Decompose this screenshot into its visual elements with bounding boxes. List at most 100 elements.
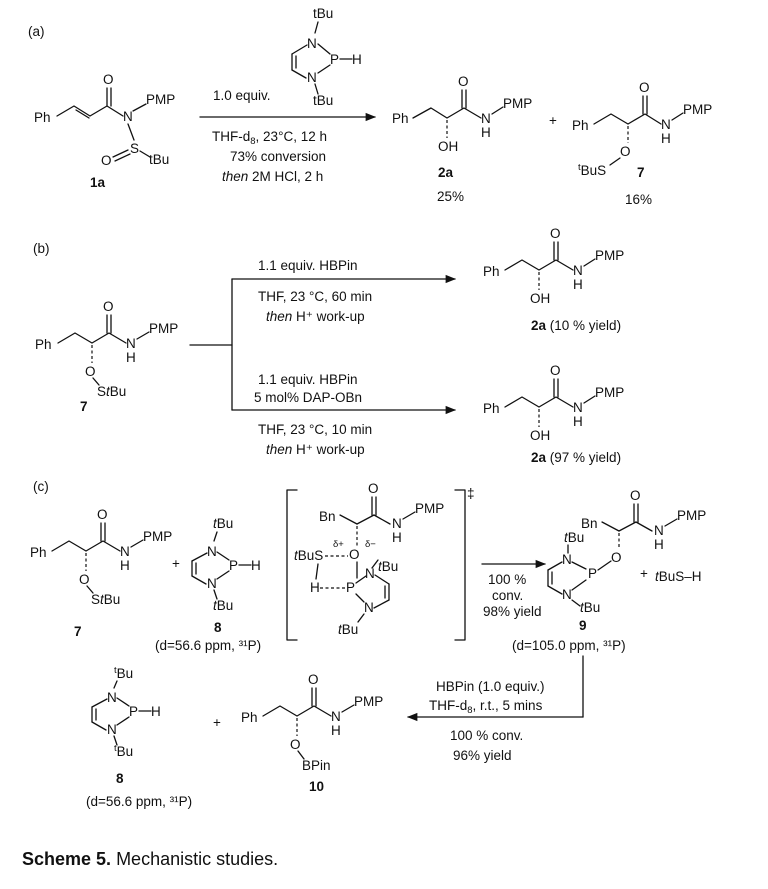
svg-text:H: H — [661, 131, 671, 146]
label-10: 10 — [309, 779, 324, 794]
svg-text:+: + — [549, 113, 557, 128]
svg-text:N: N — [364, 600, 374, 615]
svg-text:PMP: PMP — [415, 501, 444, 516]
svg-text:N: N — [107, 722, 117, 737]
svg-text:O: O — [630, 488, 641, 503]
compound-2a-b-bottom: Ph O OH N H PMP 2a (97 % yield) — [483, 363, 624, 465]
shift-9: (d=105.0 ppm, ³¹P) — [512, 638, 626, 653]
label-9: 9 — [579, 618, 587, 633]
compound-8-c: tBu N P H N tBu 8 (d=56.6 ppm, ³¹P) — [155, 516, 261, 653]
reagent-equiv-a: 1.0 equiv. — [213, 88, 271, 103]
svg-text:N: N — [654, 523, 664, 538]
b-top-above: 1.1 equiv. HBPin — [258, 258, 358, 273]
panel-b-tag: (b) — [33, 241, 50, 256]
svg-text:P: P — [346, 580, 355, 595]
svg-text:Ph: Ph — [483, 264, 500, 279]
label-7-a: 7 — [637, 165, 645, 180]
compound-1a: Ph O N PMP S O tBu 1a — [34, 72, 175, 190]
svg-text:N: N — [331, 709, 341, 724]
svg-text:Ph: Ph — [392, 111, 409, 126]
c-arrow2-below2: 96% yield — [453, 748, 512, 763]
panel-b: (b) Ph O O StBu N H PMP 7 1.1 equiv. HBP… — [33, 226, 624, 465]
panel-a: (a) Ph O N PMP S O tBu 1a tBu N — [28, 6, 712, 207]
svg-text:PMP: PMP — [595, 248, 624, 263]
svg-text:THF-d8, 23°C, 12 h: THF-d8, 23°C, 12 h — [212, 129, 327, 147]
svg-text:then H⁺ work-up: then H⁺ work-up — [266, 442, 365, 457]
svg-text:N: N — [307, 36, 317, 51]
svg-text:OH: OH — [530, 291, 550, 306]
svg-text:PMP: PMP — [683, 102, 712, 117]
svg-text:tBuS: tBuS — [294, 548, 323, 563]
svg-text:N: N — [562, 587, 572, 602]
svg-text:tBu: tBu — [313, 6, 333, 21]
ts-mark: ‡ — [467, 486, 475, 501]
svg-text:O: O — [349, 547, 360, 562]
b-top-below1: THF, 23 °C, 60 min — [258, 289, 372, 304]
svg-text:N: N — [207, 544, 217, 559]
yield-7-a: 16% — [625, 192, 652, 207]
svg-text:PMP: PMP — [503, 96, 532, 111]
svg-text:Ph: Ph — [35, 337, 52, 352]
svg-text:tBu: tBu — [580, 600, 600, 615]
svg-text:O: O — [290, 737, 301, 752]
svg-text:O: O — [550, 363, 561, 378]
c-arrow1-3: 98% yield — [483, 604, 542, 619]
svg-text:tBu: tBu — [213, 598, 233, 613]
svg-text:tBuS: tBuS — [578, 162, 606, 178]
svg-text:P: P — [129, 704, 138, 719]
label-2a-a: 2a — [438, 165, 454, 180]
svg-text:H: H — [331, 723, 341, 738]
svg-text:O: O — [308, 672, 319, 687]
svg-text:tBu: tBu — [378, 559, 398, 574]
compound-2a-a: Ph O OH N H PMP 2a 25% — [392, 74, 532, 204]
svg-text:then H⁺ work-up: then H⁺ work-up — [266, 309, 365, 324]
svg-text:O: O — [368, 481, 379, 496]
svg-text:tBu: tBu — [114, 743, 133, 759]
svg-text:O: O — [101, 153, 112, 168]
svg-text:Ph: Ph — [30, 545, 47, 560]
svg-text:H: H — [126, 350, 136, 365]
svg-text:N: N — [207, 576, 217, 591]
svg-text:StBu: StBu — [91, 592, 120, 607]
svg-text:2a (97 % yield): 2a (97 % yield) — [531, 450, 621, 465]
yield-2a-a: 25% — [437, 189, 464, 204]
svg-text:O: O — [103, 72, 114, 87]
svg-text:N: N — [123, 109, 133, 124]
svg-text:O: O — [620, 144, 631, 159]
svg-text:PMP: PMP — [595, 385, 624, 400]
caption-bold: Scheme 5. — [22, 849, 112, 869]
panel-a-tag: (a) — [28, 24, 45, 39]
svg-text:O: O — [550, 226, 561, 241]
svg-text:N: N — [562, 552, 572, 567]
svg-text:N: N — [365, 566, 375, 581]
svg-text:P: P — [330, 52, 339, 67]
svg-text:tBu: tBu — [313, 93, 333, 108]
panel-c: (c) Ph O O StBu N H PMP 7 + tBu N P — [30, 479, 706, 809]
svg-text:N: N — [661, 117, 671, 132]
svg-text:StBu: StBu — [97, 384, 126, 399]
svg-text:H: H — [120, 558, 130, 573]
compound-2a-b-top: Ph O OH N H PMP 2a (10 % yield) — [483, 226, 624, 333]
svg-text:2a (10 % yield): 2a (10 % yield) — [531, 318, 621, 333]
c-arrow2-below1: 100 % conv. — [450, 728, 523, 743]
conditions-a-2: 73% conversion — [230, 149, 326, 164]
compound-10: Ph O O BPin N H PMP 10 — [241, 672, 383, 794]
svg-text:Ph: Ph — [483, 401, 500, 416]
svg-text:N: N — [481, 111, 491, 126]
svg-text:tBu: tBu — [338, 622, 358, 637]
svg-text:+: + — [172, 556, 180, 571]
label-8-c: 8 — [214, 620, 222, 635]
compound-7-a: Ph O O tBuS N H PMP 7 16% — [572, 80, 712, 207]
svg-text:Ph: Ph — [572, 118, 589, 133]
compound-7-b: Ph O O StBu N H PMP 7 — [35, 299, 178, 414]
svg-text:Ph: Ph — [34, 110, 51, 125]
svg-text:N: N — [107, 690, 117, 705]
svg-text:O: O — [458, 74, 469, 89]
svg-text:tBuS–H: tBuS–H — [655, 569, 702, 584]
svg-text:PMP: PMP — [143, 529, 172, 544]
c-arrow1-2: conv. — [492, 588, 523, 603]
shift-8-bottom: (d=56.6 ppm, ³¹P) — [86, 794, 192, 809]
label-8-bottom: 8 — [116, 771, 124, 786]
b-bottom-below1: THF, 23 °C, 10 min — [258, 422, 372, 437]
